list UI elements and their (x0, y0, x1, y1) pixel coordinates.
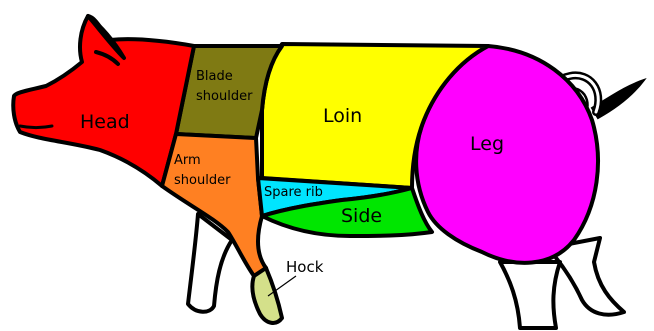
label-head: Head (80, 111, 130, 133)
label-leg: Leg (470, 133, 504, 155)
snout-line (20, 126, 52, 128)
cut-hock[interactable] (252, 268, 282, 323)
label-blade-line1: Blade (196, 69, 233, 84)
label-loin: Loin (323, 105, 362, 127)
label-blade-line2: shoulder (196, 89, 253, 104)
label-spare-rib: Spare rib (264, 185, 323, 200)
label-hock: Hock (286, 258, 324, 276)
label-arm-line2: shoulder (174, 173, 231, 188)
label-side: Side (341, 205, 382, 227)
rear-near-leg (500, 262, 560, 328)
label-arm-line1: Arm (174, 153, 201, 168)
